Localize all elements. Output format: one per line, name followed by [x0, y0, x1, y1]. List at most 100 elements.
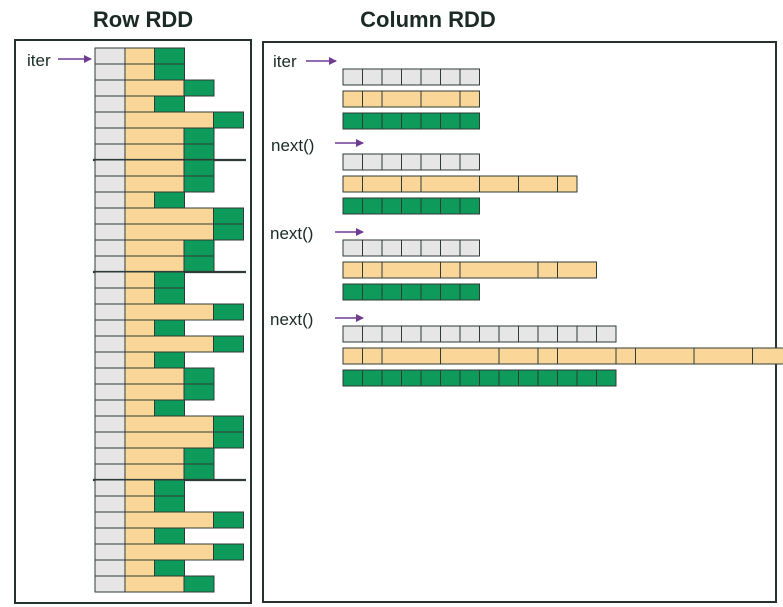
row-number-cell — [154, 319, 185, 337]
column-string-cell — [537, 347, 558, 365]
row-string-cell — [124, 159, 185, 177]
row-string-cell — [124, 287, 155, 305]
row-number-cell — [183, 143, 215, 161]
row-rdd-row — [94, 271, 185, 289]
column-number-cell — [537, 369, 558, 387]
row-rdd-row — [94, 239, 215, 257]
column-string-cell — [362, 347, 383, 365]
row-number-cell — [154, 191, 185, 209]
row-rdd-row — [94, 463, 215, 481]
column-id-cell — [342, 153, 363, 171]
row-rdd-row — [94, 207, 244, 225]
row-number-cell — [213, 111, 244, 129]
column-string-cell — [342, 261, 363, 279]
column-id-cell — [518, 325, 539, 343]
row-id-cell — [94, 527, 126, 545]
row-number-cell — [154, 527, 185, 545]
row-string-cell — [124, 207, 214, 225]
row-number-cell — [154, 47, 185, 65]
column-string-cell — [557, 347, 617, 365]
column-id-cell — [342, 325, 363, 343]
column-string-cell — [401, 175, 422, 193]
column-number-cell — [381, 283, 402, 301]
column-string-cell — [557, 175, 578, 193]
row-rdd-row — [94, 447, 215, 465]
row-number-cell — [154, 351, 185, 369]
row-string-cell — [124, 47, 155, 65]
column-number-cell — [576, 369, 597, 387]
column-string-cell — [342, 90, 363, 108]
column-string-cell — [459, 261, 539, 279]
column-number-cell — [401, 112, 422, 130]
column-id-cell — [401, 325, 422, 343]
row-number-cell — [183, 79, 215, 97]
row-id-cell — [94, 159, 126, 177]
row-number-cell — [183, 575, 215, 593]
row-number-cell — [183, 239, 215, 257]
row-id-cell — [94, 47, 126, 65]
row-id-cell — [94, 367, 126, 385]
column-id-cell — [557, 325, 578, 343]
column-id-cell — [440, 239, 461, 257]
column-number-cell — [401, 197, 422, 215]
row-string-cell — [124, 223, 214, 241]
column-number-cell — [342, 283, 363, 301]
column-number-cell — [420, 197, 441, 215]
row-id-cell — [94, 287, 126, 305]
row-number-cell — [154, 63, 185, 81]
column-number-cell — [401, 283, 422, 301]
row-string-cell — [124, 175, 185, 193]
row-rdd-row — [94, 479, 185, 497]
row-rdd-row — [94, 255, 215, 273]
row-number-cell — [213, 335, 244, 353]
column-string-cell — [518, 175, 558, 193]
column-string-cell — [635, 347, 695, 365]
column-id-cell — [362, 325, 383, 343]
row-string-cell — [124, 271, 155, 289]
column-number-cell — [596, 369, 617, 387]
column-string-cell — [381, 90, 422, 108]
row-rdd-row — [94, 143, 215, 161]
row-rdd-row — [94, 511, 244, 529]
column-iter-label: iter — [273, 52, 297, 71]
row-rdd-row — [94, 527, 185, 545]
row-number-cell — [213, 511, 244, 529]
column-string-cell — [362, 175, 402, 193]
row-string-cell — [124, 543, 214, 561]
row-rdd-row — [94, 63, 185, 81]
column-string-cell — [362, 90, 383, 108]
column-string-cell — [459, 90, 480, 108]
row-string-cell — [124, 239, 185, 257]
row-rdd-row — [94, 559, 185, 577]
row-id-cell — [94, 111, 126, 129]
column-id-cell — [420, 153, 441, 171]
row-id-cell — [94, 543, 126, 561]
column-id-cell — [381, 68, 402, 86]
column-batch — [342, 239, 597, 301]
row-rdd-row — [94, 319, 185, 337]
row-string-cell — [124, 63, 155, 81]
column-number-cell — [459, 112, 480, 130]
next-label-1: next() — [271, 136, 314, 155]
column-batch — [342, 325, 783, 387]
row-rdd-row — [94, 495, 185, 513]
row-number-cell — [213, 207, 244, 225]
column-string-cell — [342, 175, 363, 193]
row-id-cell — [94, 415, 126, 433]
row-number-cell — [213, 431, 244, 449]
row-string-cell — [124, 335, 214, 353]
row-string-cell — [124, 479, 155, 497]
row-string-cell — [124, 383, 185, 401]
row-number-cell — [183, 447, 215, 465]
row-id-cell — [94, 175, 126, 193]
row-rdd-row — [94, 159, 215, 177]
row-string-cell — [124, 255, 185, 273]
row-string-cell — [124, 127, 185, 145]
row-number-cell — [213, 223, 244, 241]
row-string-cell — [124, 351, 155, 369]
column-id-cell — [401, 153, 422, 171]
column-number-cell — [440, 369, 461, 387]
row-id-cell — [94, 255, 126, 273]
column-id-cell — [459, 153, 480, 171]
row-rdd-row — [94, 367, 215, 385]
